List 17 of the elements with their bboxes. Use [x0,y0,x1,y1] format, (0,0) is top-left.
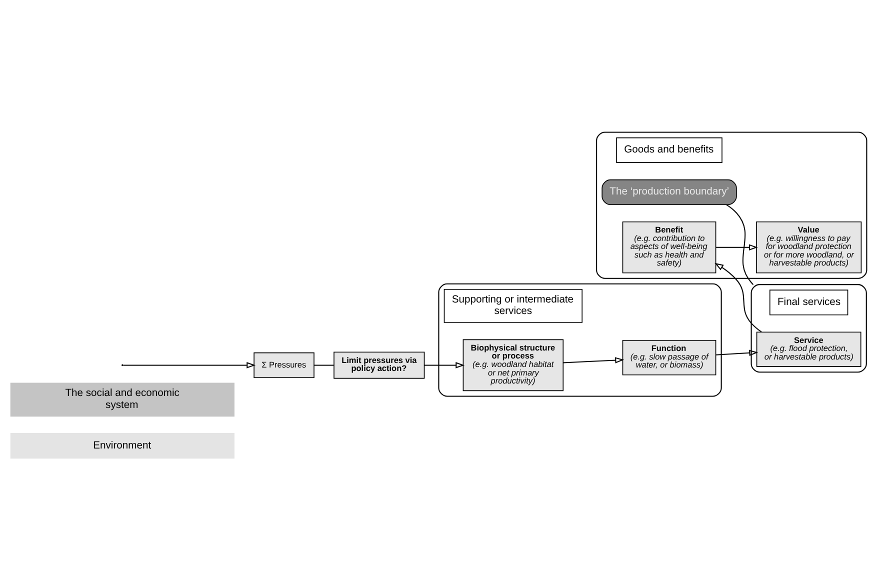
node-box: The social and economic system [10,382,234,417]
connector [726,204,754,285]
cluster [596,132,868,279]
arrow [714,262,762,332]
node-box: Goods and benefits [616,137,722,163]
cluster [750,284,867,373]
node-box: Supporting or intermediate services [444,288,582,323]
arrow [563,357,624,364]
node-box: Environment [10,433,234,459]
cluster [438,283,722,397]
connector [314,364,334,366]
arrow [716,350,758,356]
arrow [716,244,758,250]
arrow [123,362,256,368]
arrow [424,362,465,368]
node-box: Final services [769,290,848,316]
node-box: The ‘production boundary’ [602,179,737,206]
